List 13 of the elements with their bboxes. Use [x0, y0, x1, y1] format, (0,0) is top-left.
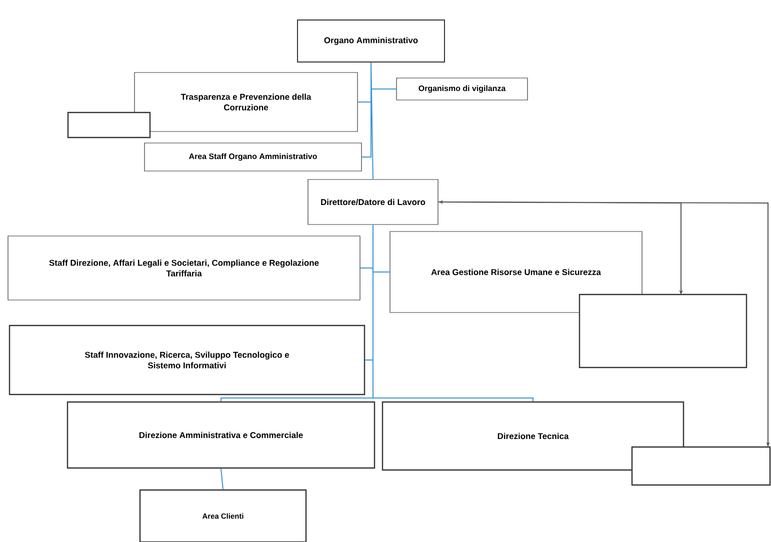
connector-line — [370, 62, 374, 180]
connector-line — [220, 468, 224, 490]
connector-line — [372, 224, 534, 402]
org-box: Trasparenza e Prevenzione della Corruzione — [134, 72, 358, 132]
org-box: Staff Direzione, Affari Legali e Societari, Compliance e Regolazione Tariffaria — [8, 236, 360, 300]
org-box: Organo Amministrativo — [297, 20, 445, 62]
empty-box — [578, 294, 748, 368]
org-box: Direzione Amministrativa e Commerciale — [66, 401, 376, 469]
empty-box — [631, 446, 771, 486]
org-box: Staff Innovazione, Ricerca, Sviluppo Tecnologico e Sistemo Informativi — [8, 324, 366, 396]
org-box: Area Gestione Risorse Umane e Sicurezza — [390, 231, 642, 313]
empty-box — [67, 112, 151, 138]
org-box: Direttore/Datore di Lavoro — [308, 179, 438, 225]
